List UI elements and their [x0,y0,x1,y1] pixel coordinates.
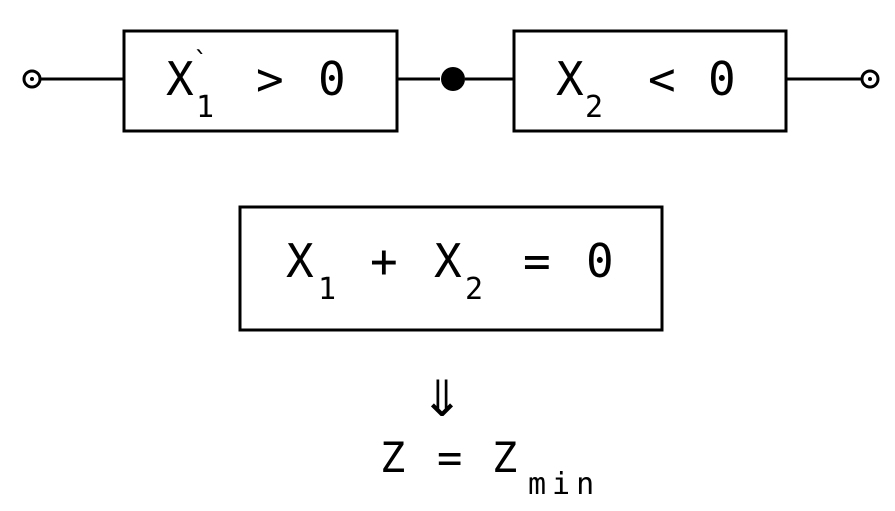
block-x2-value: 0 [708,52,736,106]
block-x2-relation: < [648,52,676,106]
condition-value: 0 [586,234,614,288]
block-x2-subscript: 2 [585,90,603,125]
condition-term2-subscript: 2 [465,272,483,307]
result-rhs-subscript: min [528,467,600,502]
block-x2 [512,29,788,133]
block-x1-relation: > [256,52,284,106]
block-x1-subscript: 1 [196,90,214,125]
block-x2-symbol: X [556,52,584,106]
right-terminal-dot [868,77,872,81]
implication-arrow-icon: ⇓ [422,354,463,433]
junction-node [441,67,465,91]
result-lhs: Z [380,433,405,482]
block-x1-prime-mark: ` [193,47,209,77]
condition-plus: + [370,234,398,288]
result-equals: = [437,433,462,482]
result-rhs: Z [492,433,517,482]
block-x1 [122,29,399,133]
condition-term1: X [286,234,314,288]
left-terminal-dot [30,77,34,81]
block-x1-value: 0 [318,52,346,106]
block-x1-symbol: X [166,52,194,106]
condition-equals: = [523,234,551,288]
condition-term1-subscript: 1 [318,272,336,307]
condition-term2: X [434,234,462,288]
condition-box [238,205,664,332]
